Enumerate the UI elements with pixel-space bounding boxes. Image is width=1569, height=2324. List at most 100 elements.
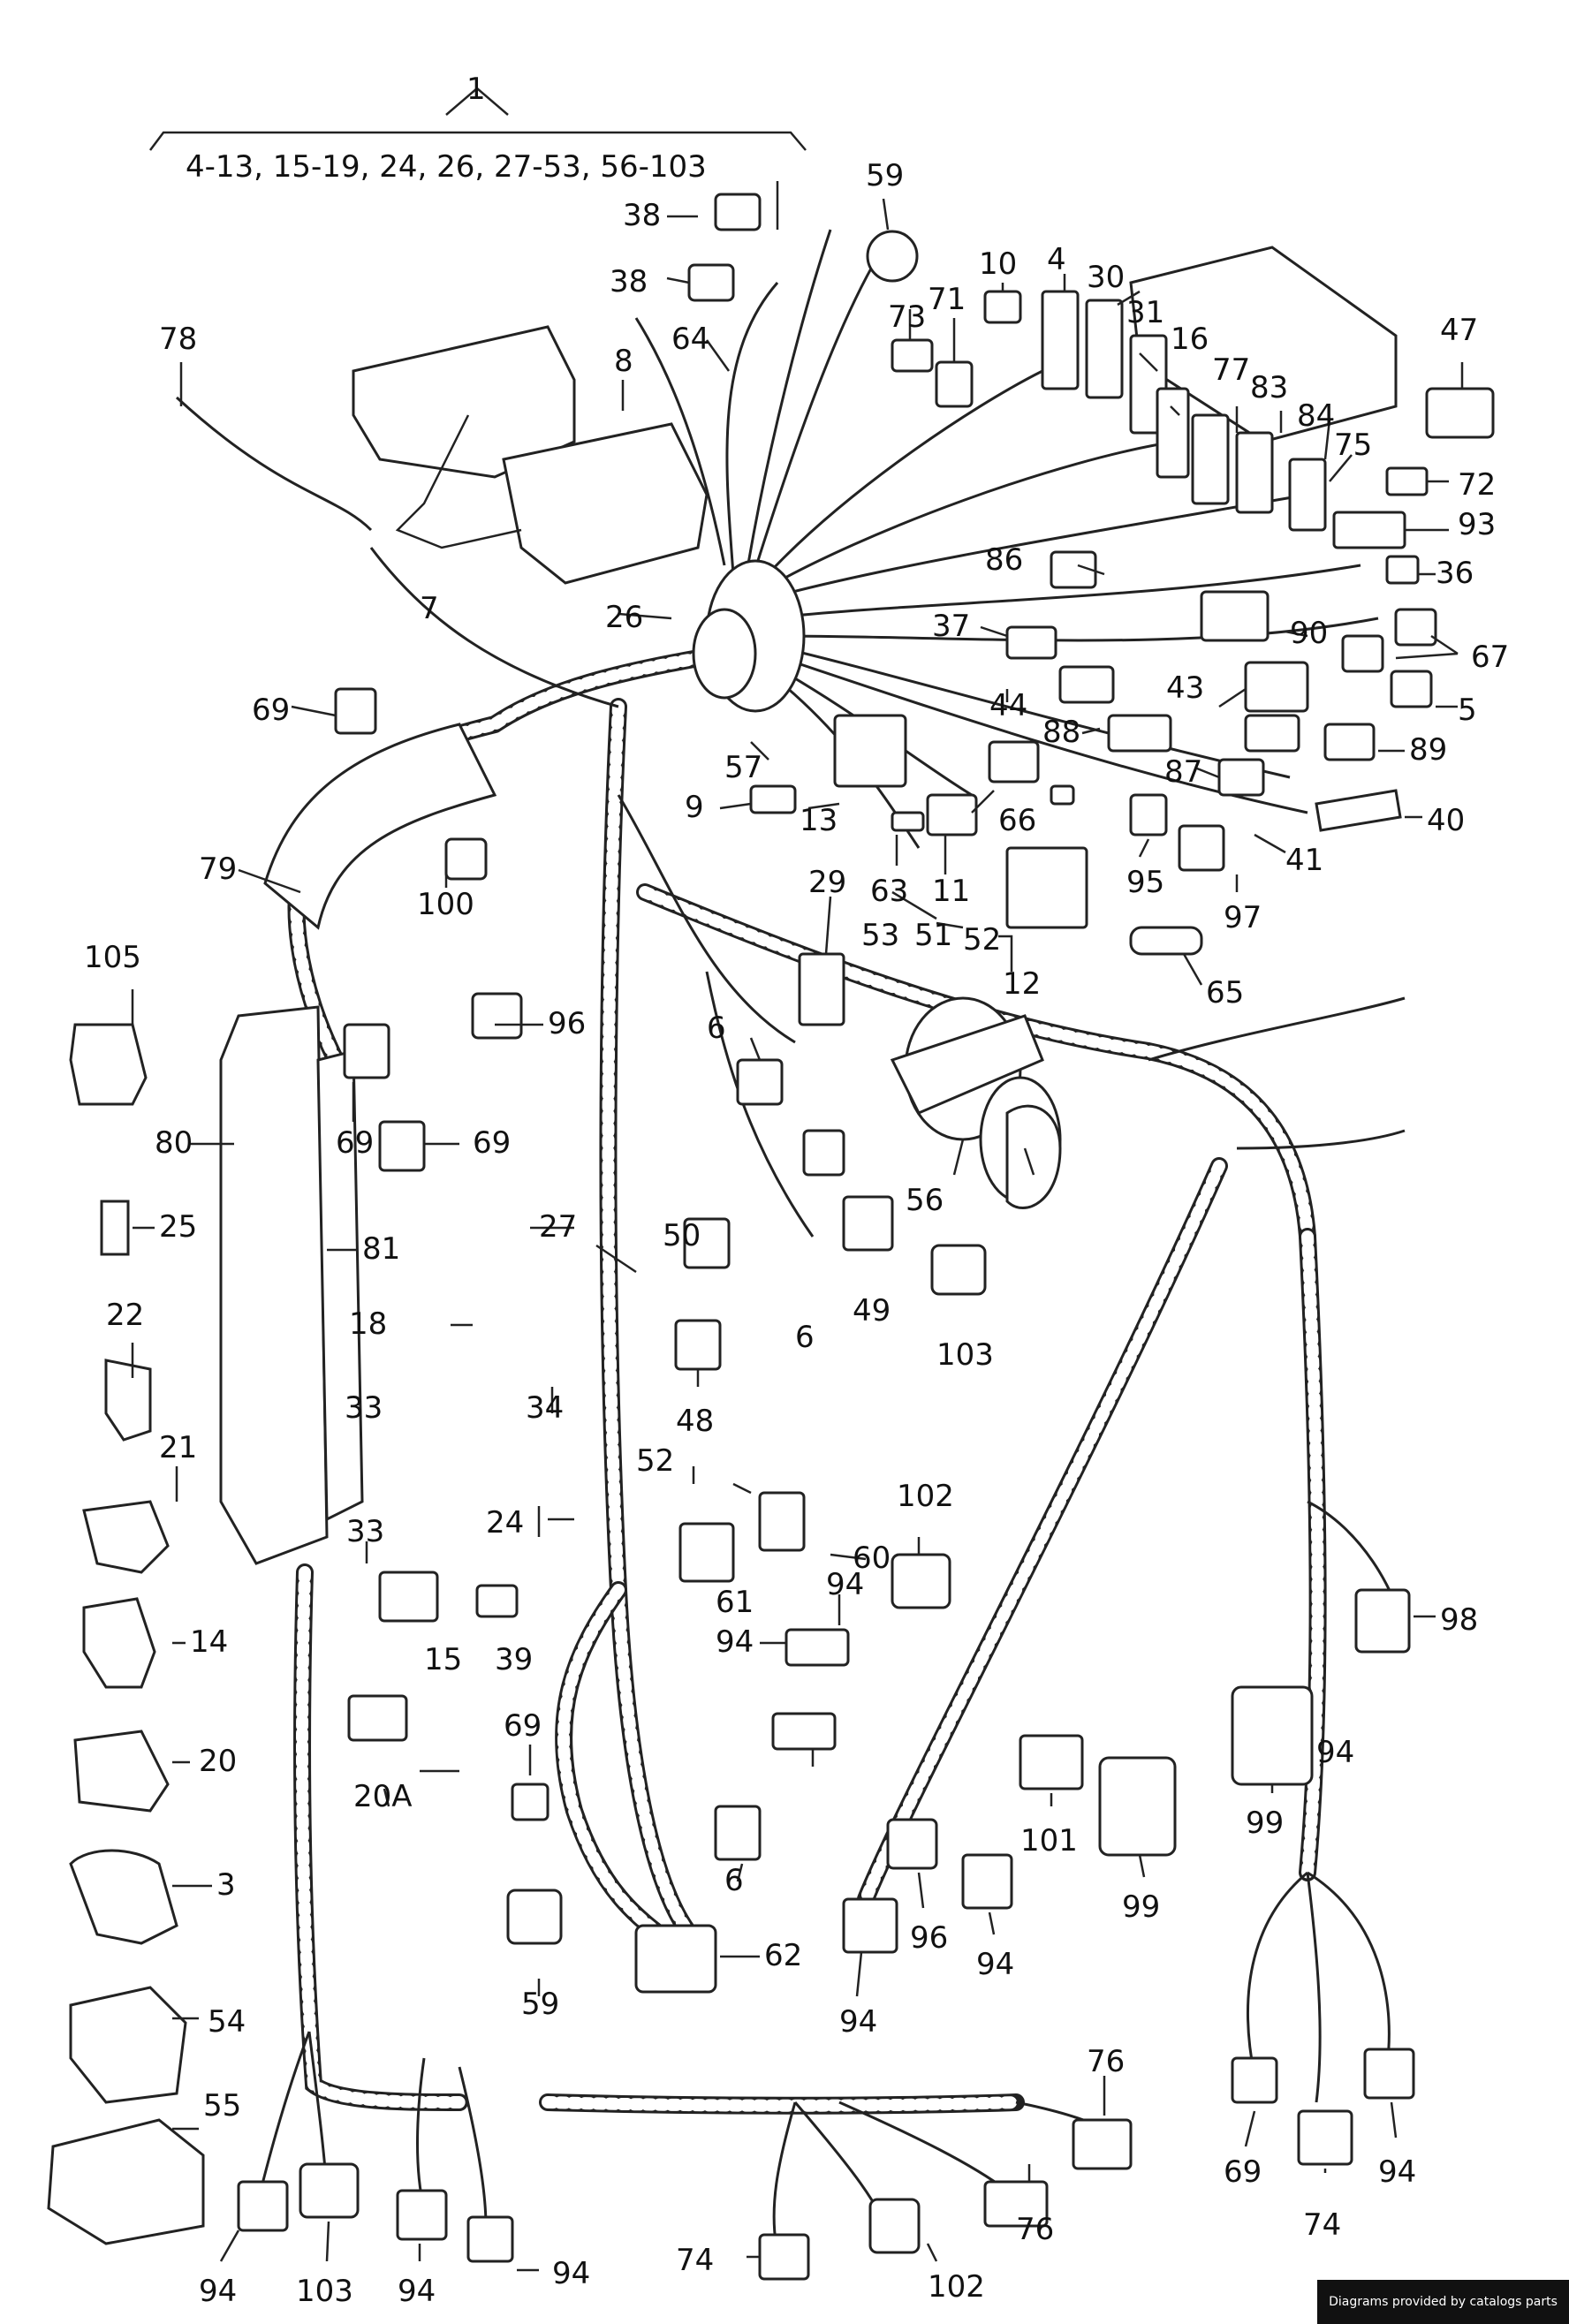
callout-label: 36 xyxy=(1436,556,1474,591)
callout-label: 48 xyxy=(676,1404,714,1439)
callout-label: 39 xyxy=(495,1642,533,1677)
callout-label: 94 xyxy=(839,2004,877,2040)
callout-label: 59 xyxy=(521,1987,559,2022)
callout-label: 3 xyxy=(216,1867,236,1903)
callout-label: 94 xyxy=(976,1947,1014,1982)
callout-label: 16 xyxy=(1171,322,1209,357)
callout-label: 75 xyxy=(1334,428,1372,463)
callout-label: 69 xyxy=(336,1125,374,1161)
callout-label: 6 xyxy=(707,1011,726,1046)
callout-label: 73 xyxy=(888,299,926,335)
callout-label: 88 xyxy=(1042,715,1080,750)
callout-label: 27 xyxy=(539,1209,577,1245)
callout-label: 65 xyxy=(1206,975,1244,1011)
callout-label: 77 xyxy=(1212,352,1250,388)
callout-label: 52 xyxy=(963,922,1001,958)
callout-label: 61 xyxy=(716,1585,754,1620)
control-unit-block xyxy=(352,325,709,585)
callout-label: 96 xyxy=(548,1006,586,1041)
callout-label: 9 xyxy=(685,790,704,825)
callout-label: 33 xyxy=(345,1390,383,1426)
callout-label: 96 xyxy=(910,1920,948,1956)
callout-label: 94 xyxy=(552,2256,590,2291)
callout-label: 66 xyxy=(998,803,1036,838)
callout-label: 21 xyxy=(159,1430,197,1465)
callout-label: 67 xyxy=(1471,640,1509,675)
callout-label: 102 xyxy=(928,2269,985,2305)
callout-label: 103 xyxy=(296,2274,353,2309)
callout-label: 8 xyxy=(614,344,633,379)
callout-label: 74 xyxy=(676,2243,714,2278)
callout-label: 97 xyxy=(1224,900,1262,935)
callout-label: 38 xyxy=(623,198,661,233)
callout-label: 100 xyxy=(417,887,474,922)
callout-label: 53 xyxy=(861,918,899,953)
left-brackets xyxy=(219,723,497,1565)
callout-label: 41 xyxy=(1285,843,1323,878)
callout-label: 69 xyxy=(473,1125,511,1161)
callout-label: 59 xyxy=(866,158,904,193)
callout-label: 64 xyxy=(671,322,709,357)
callout-label: 105 xyxy=(84,940,141,975)
callout-label: 13 xyxy=(800,803,838,838)
callout-label: 56 xyxy=(906,1183,944,1218)
watermark-credit: Diagrams provided by catalogs parts xyxy=(1317,2280,1569,2324)
callout-label: 5 xyxy=(1458,693,1477,728)
callout-label: 57 xyxy=(724,750,762,785)
callout-label: 26 xyxy=(605,600,643,635)
callout-label: 69 xyxy=(504,1708,542,1744)
callout-label: 72 xyxy=(1458,467,1496,503)
callout-label: 38 xyxy=(610,264,648,299)
callout-label: 78 xyxy=(159,322,197,357)
callout-label: 34 xyxy=(526,1390,564,1426)
callout-label: 74 xyxy=(1303,2207,1341,2243)
callout-label: 102 xyxy=(897,1479,954,1514)
callout-label: 94 xyxy=(1378,2154,1416,2190)
callout-label: 71 xyxy=(928,282,966,317)
header-included-parts: 4-13, 15-19, 24, 26, 27-53, 56-103 xyxy=(186,149,707,185)
callout-label: 101 xyxy=(1020,1823,1078,1858)
callout-label: 31 xyxy=(1126,295,1164,330)
callout-label: 90 xyxy=(1290,616,1328,651)
callout-label: 49 xyxy=(853,1293,891,1329)
callout-label: 43 xyxy=(1166,670,1204,706)
callout-label: 11 xyxy=(932,874,970,909)
callout-label: 15 xyxy=(424,1642,462,1677)
connectors xyxy=(237,193,1495,2281)
callout-label: 81 xyxy=(362,1231,400,1267)
callout-label: 33 xyxy=(346,1514,384,1549)
callout-label: 55 xyxy=(203,2088,241,2123)
callout-label: 63 xyxy=(870,874,908,909)
callout-label: 18 xyxy=(349,1306,387,1342)
callout-label: 76 xyxy=(1087,2044,1125,2079)
callout-label: 37 xyxy=(932,609,970,644)
callout-label: 86 xyxy=(985,542,1023,578)
callout-label: 29 xyxy=(808,865,846,900)
leader-lines xyxy=(131,198,1464,2272)
grommet-26 xyxy=(692,559,806,713)
callout-label: 30 xyxy=(1087,260,1125,295)
callout-label: 80 xyxy=(155,1125,193,1161)
callout-label: 4 xyxy=(1047,242,1066,277)
callout-label: 50 xyxy=(663,1218,701,1253)
callout-label: 94 xyxy=(199,2274,237,2309)
callout-label: 99 xyxy=(1122,1889,1160,1925)
callout-label: 60 xyxy=(853,1541,891,1576)
callout-label: 89 xyxy=(1409,732,1447,768)
callout-label: 94 xyxy=(398,2274,436,2309)
callout-label: 83 xyxy=(1250,370,1288,405)
callout-label: 95 xyxy=(1126,865,1164,900)
callout-label: 69 xyxy=(252,693,290,728)
callout-label: 14 xyxy=(190,1624,228,1660)
header-bracket: 1 4-13, 15-19, 24, 26, 27-53, 56-103 xyxy=(149,72,807,230)
callout-label: 7 xyxy=(420,591,439,626)
callout-label: 40 xyxy=(1427,803,1465,838)
callout-label: 6 xyxy=(724,1863,744,1898)
callout-label: 10 xyxy=(979,246,1017,282)
callout-label: 20A xyxy=(353,1779,413,1814)
callout-label: 103 xyxy=(936,1337,994,1373)
callout-label: 12 xyxy=(1003,966,1041,1002)
header-main-number: 1 xyxy=(466,72,486,107)
callout-label: 44 xyxy=(989,688,1027,723)
